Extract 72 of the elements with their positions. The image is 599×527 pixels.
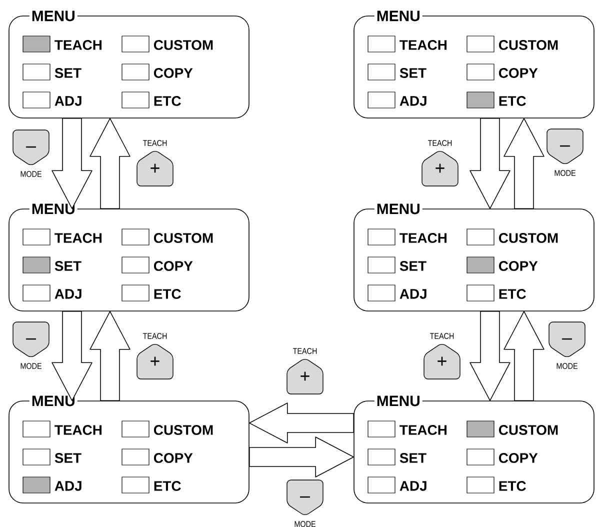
block-arrow — [504, 311, 544, 401]
option-label: ADJ — [54, 481, 82, 491]
option-label: ADJ — [54, 96, 82, 106]
option-label: COPY — [498, 261, 538, 271]
option-label: COPY — [498, 453, 538, 463]
option-label: ADJ — [54, 289, 82, 299]
block-arrow — [249, 436, 354, 478]
panel-heading: MENU — [29, 394, 78, 408]
button-caption: MODE — [554, 170, 576, 176]
block-arrow — [90, 118, 130, 209]
minus-button: – — [546, 128, 584, 164]
block-arrow — [470, 311, 510, 401]
option-label: TEACH — [400, 425, 446, 435]
plus-button: + — [286, 358, 324, 394]
option-label: ETC — [154, 481, 181, 491]
option-label: TEACH — [400, 233, 446, 243]
option-label: ETC — [499, 481, 526, 491]
block-arrow — [52, 311, 92, 401]
option-label: SET — [54, 261, 82, 271]
option-label: TEACH — [54, 425, 102, 435]
block-arrow — [249, 402, 354, 444]
option-label: ETC — [154, 96, 181, 106]
option-label: CUSTOM — [498, 40, 558, 50]
minus-button: – — [12, 130, 50, 166]
panel-heading: MENU — [374, 394, 422, 408]
button-caption: TEACH — [292, 348, 317, 354]
panel-heading: MENU — [29, 202, 78, 216]
plus-button: + — [136, 344, 174, 380]
option-label: ADJ — [400, 481, 426, 491]
minus-button: – — [286, 480, 324, 516]
option-label: COPY — [154, 453, 193, 463]
option-label: TEACH — [54, 233, 102, 243]
button-caption: MODE — [20, 171, 42, 177]
option-label: SET — [54, 68, 82, 78]
block-arrow — [504, 118, 544, 209]
button-caption: MODE — [20, 363, 42, 369]
panel-heading: MENU — [374, 202, 422, 216]
plus-button: + — [424, 344, 460, 380]
option-label: COPY — [154, 68, 193, 78]
option-label: CUSTOM — [154, 233, 213, 243]
minus-button: – — [12, 322, 50, 358]
minus-button: – — [548, 322, 586, 358]
option-label: ETC — [499, 96, 526, 106]
button-caption: TEACH — [142, 140, 167, 146]
button-caption: TEACH — [430, 333, 454, 339]
button-caption: TEACH — [142, 333, 167, 339]
option-label: CUSTOM — [498, 425, 558, 435]
option-label: SET — [54, 453, 82, 463]
button-caption: TEACH — [428, 140, 452, 146]
panel-heading: MENU — [374, 8, 422, 24]
button-caption: MODE — [556, 363, 578, 369]
option-label: SET — [400, 261, 426, 271]
option-label: SET — [400, 453, 426, 463]
option-label: SET — [400, 68, 426, 78]
option-label: COPY — [498, 68, 538, 78]
option-label: CUSTOM — [154, 425, 213, 435]
button-caption: MODE — [294, 521, 316, 527]
plus-button: + — [422, 150, 458, 186]
option-label: ADJ — [400, 289, 426, 299]
option-label: TEACH — [54, 40, 102, 50]
block-arrow — [52, 118, 92, 209]
option-label: ETC — [499, 289, 526, 299]
option-label: ADJ — [400, 96, 426, 106]
option-label: COPY — [154, 261, 193, 271]
block-arrow — [470, 118, 510, 209]
panel-heading: MENU — [29, 8, 78, 24]
option-label: CUSTOM — [498, 233, 558, 243]
option-label: TEACH — [400, 40, 446, 50]
option-label: CUSTOM — [154, 40, 213, 50]
option-label: ETC — [154, 289, 181, 299]
plus-button: + — [136, 150, 174, 186]
block-arrow — [90, 311, 130, 401]
